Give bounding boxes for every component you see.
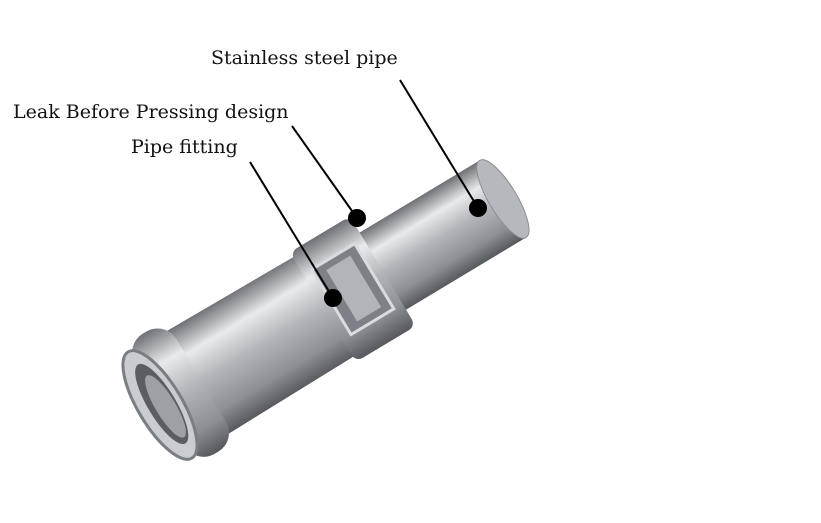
socket-bead — [132, 328, 230, 457]
pipe-assembly — [121, 159, 530, 461]
fitting-body — [163, 252, 362, 436]
callout-dot-lbp — [348, 209, 366, 227]
pipe-end — [476, 159, 530, 239]
label-stainless-pipe: Stainless steel pipe — [211, 47, 398, 69]
label-leak-before-pressing: Leak Before Pressing design — [13, 101, 289, 123]
callout-dot-fitting — [324, 289, 342, 307]
callout-dot-pipe — [469, 199, 487, 217]
callout-line-pipe — [399, 79, 479, 209]
label-pipe-fitting: Pipe fitting — [131, 136, 238, 158]
callout-line-fitting — [249, 161, 334, 299]
callout-lines — [249, 79, 479, 299]
callout-line-lbp — [291, 125, 358, 219]
